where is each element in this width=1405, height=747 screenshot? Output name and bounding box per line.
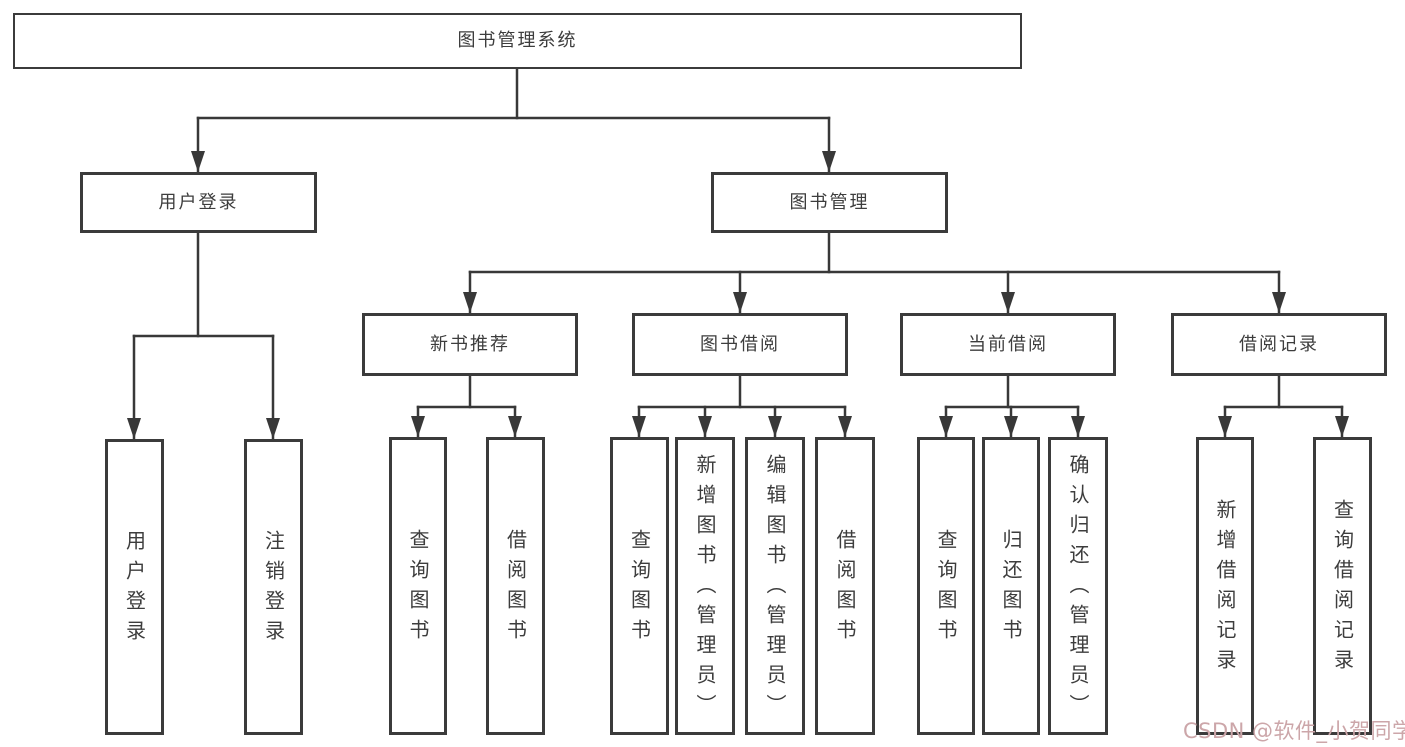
node-user-login: 用户登录	[80, 172, 317, 233]
node-book-management: 图书管理	[711, 172, 948, 233]
leaf-add-book-admin: 新增图书（管理员）	[675, 437, 735, 735]
leaf-logout: 注销登录	[244, 439, 303, 735]
leaf-return-book: 归还图书	[982, 437, 1040, 735]
leaf-borrow-book: 借阅图书	[815, 437, 875, 735]
leaf-add-borrow-record: 新增借阅记录	[1196, 437, 1254, 735]
node-book-borrow: 图书借阅	[632, 313, 848, 376]
leaf-newbook-query-book: 查询图书	[389, 437, 447, 735]
leaf-newbook-borrow-book: 借阅图书	[486, 437, 545, 735]
leaf-borrow-query-book: 查询图书	[610, 437, 669, 735]
leaf-confirm-return-admin: 确认归还（管理员）	[1048, 437, 1108, 735]
leaf-edit-book-admin: 编辑图书（管理员）	[745, 437, 805, 735]
node-new-book-recommend: 新书推荐	[362, 313, 578, 376]
leaf-query-borrow-record: 查询借阅记录	[1313, 437, 1372, 735]
node-borrow-records: 借阅记录	[1171, 313, 1387, 376]
node-root-system: 图书管理系统	[13, 13, 1022, 69]
csdn-watermark: CSDN @软件_小贺同学	[1183, 719, 1405, 743]
leaf-current-query-book: 查询图书	[917, 437, 975, 735]
node-current-borrow: 当前借阅	[900, 313, 1116, 376]
leaf-user-login: 用户登录	[105, 439, 164, 735]
